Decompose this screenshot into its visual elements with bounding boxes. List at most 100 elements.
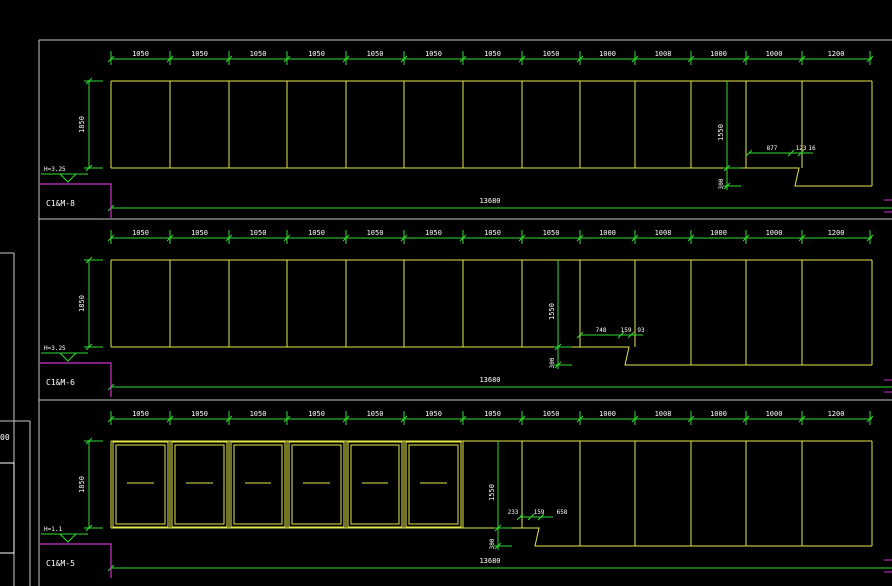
window-sash-inner — [233, 444, 283, 525]
inner-height-label: 1550 — [717, 124, 725, 141]
level-marker: H=3.25 — [41, 166, 88, 183]
inner-height-label: 1550 — [488, 484, 496, 501]
left-partial-label: 00 — [0, 433, 10, 442]
segment-dimension-label: 1200 — [828, 410, 845, 418]
height-tick — [85, 256, 93, 264]
segment-dimension-label: 1050 — [250, 410, 267, 418]
panel-tag-label: C1&M-8 — [46, 199, 75, 208]
segment-dimension-label: 1000 — [710, 410, 727, 418]
segment-tick — [283, 234, 291, 242]
panel-tag-outline — [39, 543, 112, 578]
height-tick — [85, 343, 93, 351]
level-marker: H=1.1 — [41, 526, 88, 543]
segment-dimension-label: 1050 — [132, 410, 149, 418]
segment-dimension-label: 1200 — [828, 50, 845, 58]
segment-dimension-label: 1008 — [655, 50, 672, 58]
window-sash-outer — [171, 441, 228, 528]
offset-dimension-label: 877 — [767, 145, 778, 152]
offset-tick — [537, 513, 545, 521]
segment-tick — [798, 55, 806, 63]
segment-dimension-label: 1050 — [191, 229, 208, 237]
level-marker: H=3.25 — [41, 345, 88, 362]
segment-dimension-label: 1050 — [367, 50, 384, 58]
segment-dimension-label: 1050 — [543, 50, 560, 58]
segment-tick — [283, 55, 291, 63]
window-break-step — [580, 346, 635, 366]
segment-dimension-label: 1050 — [308, 229, 325, 237]
segment-dimension-label: 1050 — [308, 410, 325, 418]
segment-tick — [687, 234, 695, 242]
segment-tick — [518, 55, 526, 63]
offset-dimension-label: 93 — [637, 327, 645, 334]
segment-tick — [342, 55, 350, 63]
offset-tick — [745, 149, 753, 157]
window-sash-inner — [291, 444, 342, 525]
panel-tag: C1&M-8 — [39, 183, 112, 218]
segment-dimension-label: 1050 — [484, 229, 501, 237]
offset-tick — [617, 331, 625, 339]
segment-tick — [107, 234, 115, 242]
window-break-step — [520, 527, 545, 547]
panel-tag-label: C1&M-6 — [46, 378, 75, 387]
segment-dimension-label: 1000 — [599, 410, 616, 418]
segment-dimension-label: 1050 — [425, 410, 442, 418]
window-break-step — [749, 167, 805, 187]
segment-tick — [576, 234, 584, 242]
segment-dimension-label: 1050 — [367, 410, 384, 418]
segment-tick — [225, 415, 233, 423]
segment-tick — [742, 234, 750, 242]
segment-tick — [400, 415, 408, 423]
inner-tick — [494, 542, 502, 550]
panel-tag-label: C1&M-5 — [46, 559, 75, 568]
segment-dimension-label: 1000 — [710, 50, 727, 58]
segment-tick — [166, 55, 174, 63]
segment-tick — [459, 415, 467, 423]
inner-tick — [554, 343, 562, 351]
segment-tick — [166, 234, 174, 242]
segment-dimension-label: 1008 — [655, 410, 672, 418]
height-tick — [85, 77, 93, 85]
segment-tick — [742, 415, 750, 423]
offset-dimension-label: 233 — [508, 509, 519, 516]
height-tick — [85, 524, 93, 532]
segment-tick — [459, 55, 467, 63]
segment-dimension-label: 1000 — [599, 229, 616, 237]
inner-tick — [494, 524, 502, 532]
segment-tick — [798, 415, 806, 423]
segment-dimension-label: 1200 — [828, 229, 845, 237]
offset-dimension-label: 123 — [796, 145, 807, 152]
segment-tick — [631, 415, 639, 423]
left-partial-window — [0, 462, 15, 554]
window-elevation-panels: 1050 1050 1050 1050 1050 1050 1050 1050 1000 1008… — [38, 39, 892, 586]
inner-sill-label: 300 — [489, 538, 496, 549]
offset-dimension-label: 159 — [534, 509, 545, 516]
level-triangle — [59, 173, 77, 183]
total-dimension-label: 13680 — [479, 197, 500, 205]
segment-dimension-label: 1000 — [710, 229, 727, 237]
height-dimension-label: 1850 — [78, 476, 86, 493]
height-dimension: 1850 — [78, 77, 103, 172]
segment-tick — [866, 55, 874, 63]
inner-height-label: 1550 — [548, 303, 556, 320]
window-sash-outer — [112, 441, 169, 528]
height-tick — [85, 437, 93, 445]
panel-1: 1050 1050 1050 1050 1050 1050 1050 1050 1000 1008… — [38, 39, 892, 586]
window-sash-outer — [230, 441, 286, 528]
level-label: H=1.1 — [44, 526, 62, 533]
window-sash-inner — [115, 444, 166, 525]
segment-dimension-label: 1050 — [250, 229, 267, 237]
segment-tick — [631, 234, 639, 242]
window-sash-inner — [350, 444, 400, 525]
segment-dimension-label: 1008 — [655, 229, 672, 237]
window-grid — [110, 80, 873, 187]
segment-tick — [518, 415, 526, 423]
segment-tick — [225, 55, 233, 63]
window-grid — [110, 440, 873, 547]
segment-dimension-label: 1000 — [766, 229, 783, 237]
segment-dimension-label: 1050 — [484, 410, 501, 418]
